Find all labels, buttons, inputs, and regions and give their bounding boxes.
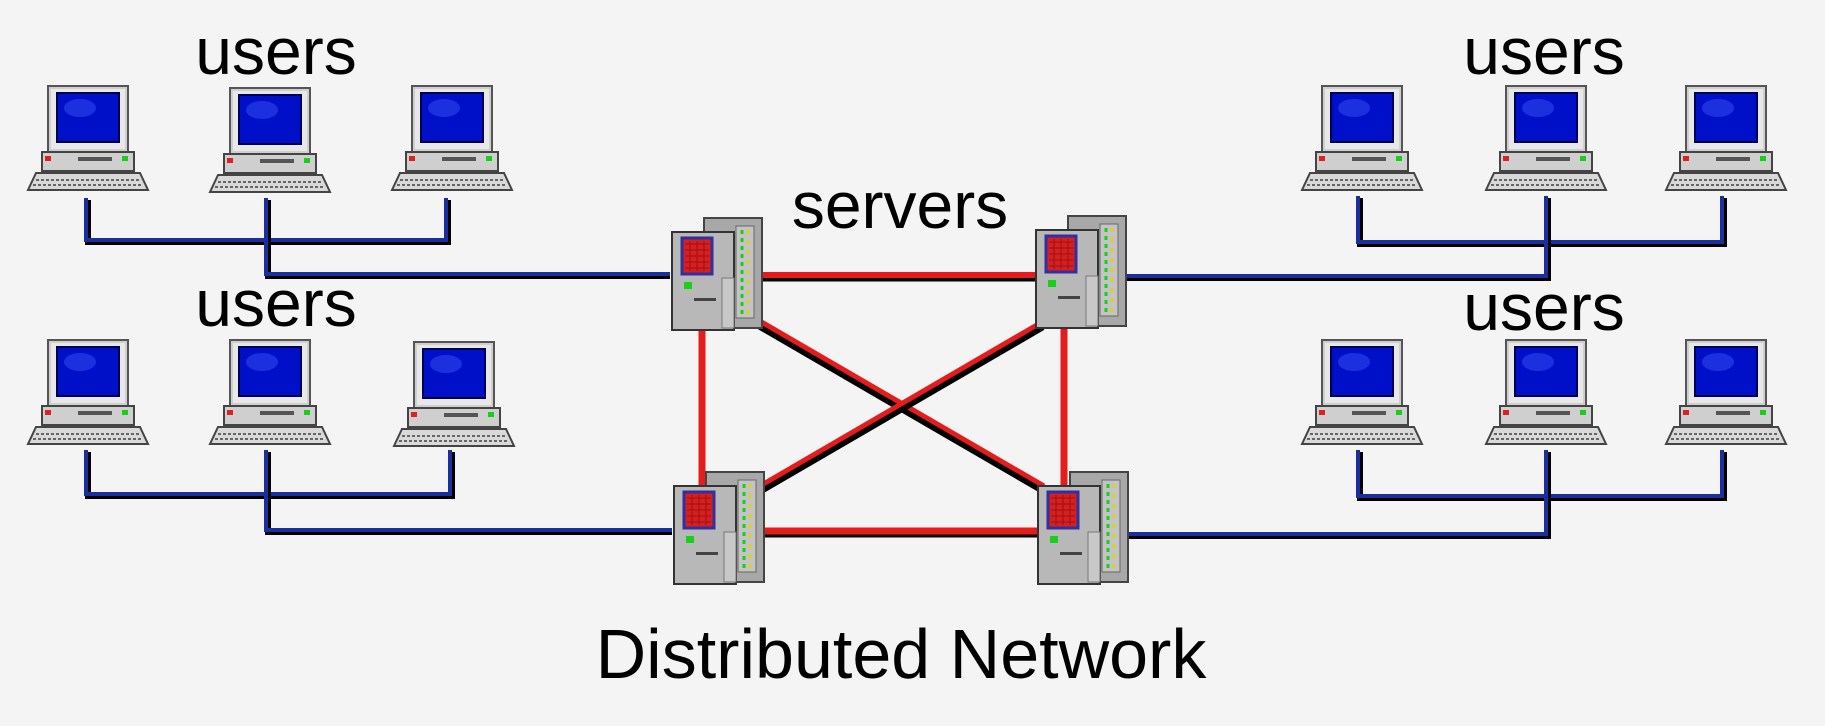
user-links-bottom-right	[1128, 450, 1727, 539]
server-tower-icon	[1034, 214, 1128, 330]
servers-label: servers	[792, 168, 1008, 242]
server-tower-icon	[1036, 470, 1130, 586]
users-label-bottom-right: users	[1463, 270, 1624, 344]
user-links-bottom-left	[84, 450, 672, 535]
users-label-bottom-left: users	[195, 266, 356, 340]
server-link-diagonal-2-red	[758, 319, 1044, 489]
user-links	[84, 196, 1727, 539]
users-label-top-right: users	[1463, 14, 1624, 88]
server-links	[698, 272, 1068, 538]
user-links-top-right	[1124, 196, 1727, 281]
diagram-caption: Distributed Network	[596, 615, 1208, 693]
server-tower-icon	[672, 470, 766, 586]
server-link-diagonal-2	[757, 322, 1045, 494]
users-label-top-left: users	[195, 14, 356, 88]
user-links-top-left	[84, 198, 670, 279]
server-tower-icon	[670, 216, 764, 332]
